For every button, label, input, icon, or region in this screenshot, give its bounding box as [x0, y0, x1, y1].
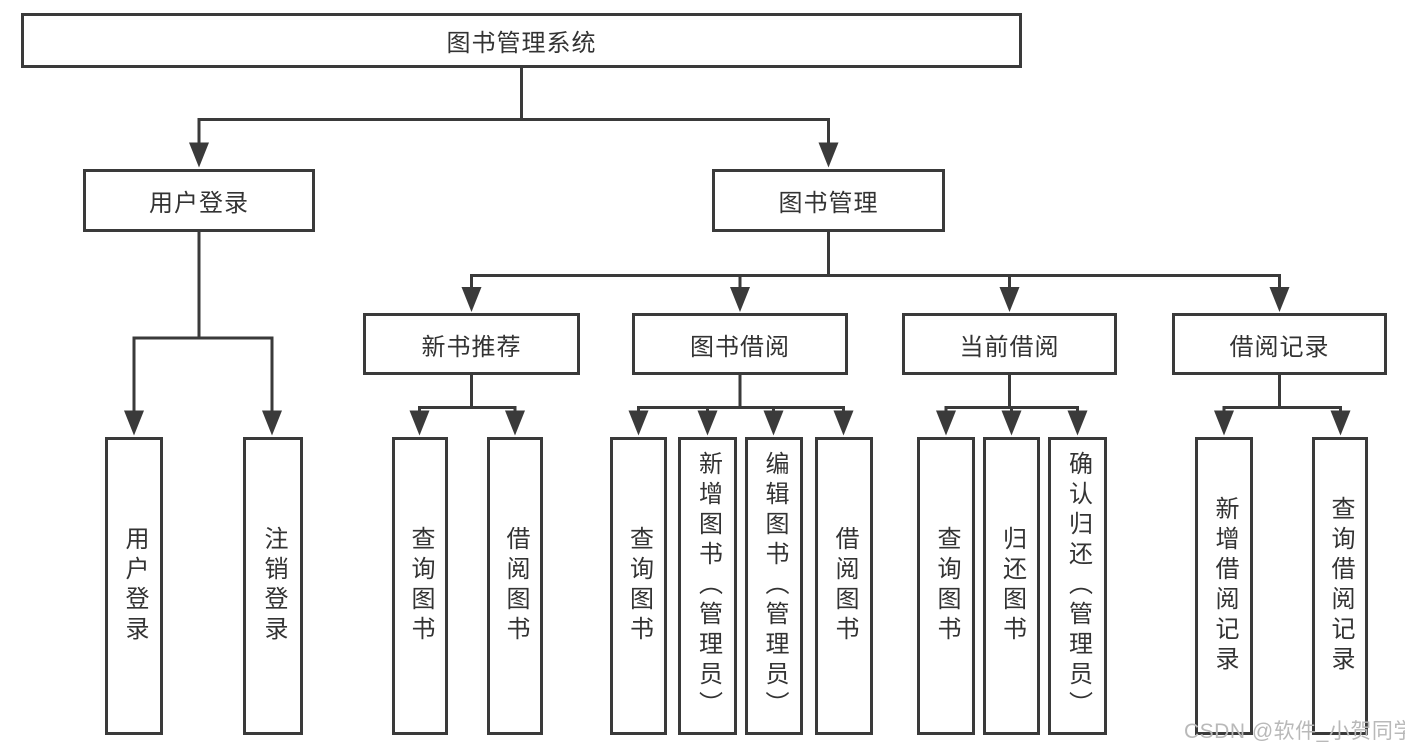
leaf-label: 查询借阅记录: [1327, 496, 1354, 676]
leaf-label: 查询图书: [625, 526, 653, 646]
leaf-bb-borrow-books: 借阅图书: [815, 437, 873, 735]
leaf-bb-add-books-admin: 新增图书（管理员）: [678, 437, 737, 735]
arrowhead-icon: [697, 410, 718, 436]
leaf-label: 借阅图书: [831, 526, 858, 646]
arrowhead-icon: [461, 287, 482, 312]
leaf-br-query-record: 查询借阅记录: [1312, 437, 1368, 735]
arrowhead-icon: [999, 287, 1020, 312]
arrowhead-icon: [124, 410, 144, 436]
arrowhead-icon: [763, 410, 784, 436]
leaf-rec-borrow-books: 借阅图书: [487, 437, 543, 735]
arrowhead-icon: [833, 410, 854, 436]
leaf-cb-query-books: 查询图书: [917, 437, 975, 735]
connector-login-bar: [132, 336, 274, 412]
arrowhead-icon: [1269, 287, 1290, 312]
connector-borrow-bar: [637, 406, 845, 413]
watermark: CSDN @软件_小贺同学: [1184, 720, 1405, 743]
leaf-bb-query-books: 查询图书: [610, 437, 667, 735]
leaf-label: 查询图书: [407, 526, 434, 646]
leaf-br-add-record: 新增借阅记录: [1195, 437, 1253, 735]
node-book-borrow: 图书借阅: [632, 313, 848, 375]
arrowhead-icon: [505, 410, 525, 436]
leaf-label: 编辑图书（管理员）: [761, 451, 788, 721]
arrowhead-icon: [262, 410, 282, 436]
leaf-cb-confirm-return-admin: 确认归还（管理员）: [1048, 437, 1107, 735]
leaf-label: 新增借阅记录: [1211, 496, 1238, 676]
arrowhead-icon: [1001, 410, 1022, 436]
leaf-label: 借阅图书: [502, 526, 529, 646]
leaf-logout: 注销登录: [243, 437, 303, 735]
leaf-label: 注销登录: [260, 526, 287, 646]
arrowhead-icon: [628, 410, 649, 436]
leaf-label: 确认归还（管理员）: [1064, 451, 1092, 721]
node-book-management: 图书管理: [712, 169, 945, 232]
leaf-label: 查询图书: [933, 526, 960, 646]
node-new-book-recommend: 新书推荐: [363, 313, 580, 375]
arrowhead-icon: [936, 410, 956, 436]
arrowhead-icon: [1330, 410, 1351, 436]
connector-level2-bar: [197, 118, 830, 144]
arrowhead-icon: [1214, 410, 1234, 436]
connector-level3-bar: [470, 274, 1281, 288]
node-library-system: 图书管理系统: [21, 13, 1022, 68]
leaf-label: 新增图书（管理员）: [694, 451, 722, 721]
leaf-cb-return-books: 归还图书: [983, 437, 1040, 735]
arrowhead-icon: [730, 287, 750, 312]
arrowhead-icon: [189, 142, 209, 168]
arrowhead-icon: [1067, 410, 1088, 436]
leaf-label: 归还图书: [998, 526, 1026, 646]
node-borrow-records: 借阅记录: [1172, 313, 1387, 375]
connector-recommend-bar: [418, 406, 517, 413]
connector-records-bar: [1222, 406, 1342, 413]
leaf-user-login: 用户登录: [105, 437, 163, 735]
node-user-login: 用户登录: [83, 169, 315, 232]
leaf-label: 用户登录: [121, 526, 148, 646]
leaf-bb-edit-books-admin: 编辑图书（管理员）: [745, 437, 803, 735]
leaf-rec-query-books: 查询图书: [392, 437, 448, 735]
arrowhead-icon: [409, 410, 430, 436]
arrowhead-icon: [818, 142, 839, 168]
node-current-borrow: 当前借阅: [902, 313, 1117, 375]
